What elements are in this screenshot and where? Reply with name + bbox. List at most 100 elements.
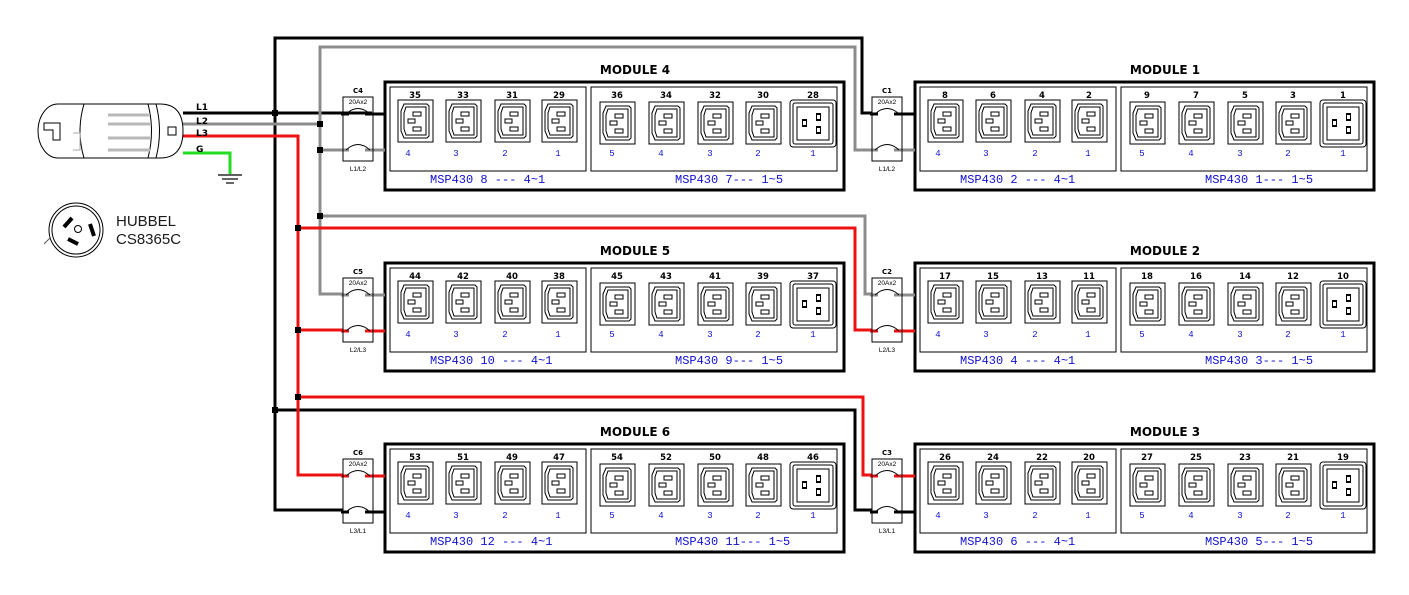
outlet-number: 46 <box>807 453 819 463</box>
outlet-number: 15 <box>987 272 999 282</box>
wire-l2-to-c1 <box>318 45 872 152</box>
junction-dot <box>295 225 301 231</box>
outlet-number: 54 <box>611 453 623 463</box>
outlet-position: 4 <box>405 330 410 340</box>
wire-l1-to-c1 <box>273 36 872 115</box>
outlet-position: 3 <box>983 149 988 159</box>
outlet-position: 4 <box>1188 149 1193 159</box>
outlet-number: 6 <box>990 91 996 101</box>
module-title: MODULE 5 <box>600 244 670 258</box>
outlet-number: 43 <box>660 272 672 282</box>
breaker-id: C4 <box>353 87 363 95</box>
line-label-l3: L3 <box>196 129 208 139</box>
outlet-position: 3 <box>1237 511 1242 521</box>
outlet-number: 37 <box>807 272 819 282</box>
wire-l3-trunk <box>183 134 343 477</box>
breaker-phases: L2/L3 <box>879 347 896 354</box>
c13-outlet-icon <box>1275 101 1312 145</box>
msp430-group-label: MSP430 1--- 1~5 <box>1205 173 1313 187</box>
outlet-number: 2 <box>1086 91 1092 101</box>
outlet-position: 3 <box>1237 149 1242 159</box>
outlet-number: 11 <box>1083 272 1095 282</box>
outlet-number: 50 <box>709 453 721 463</box>
outlet-position: 4 <box>935 149 940 159</box>
outlet-position: 4 <box>1188 330 1193 340</box>
outlet-number: 24 <box>987 453 999 463</box>
outlet-number: 36 <box>611 91 623 101</box>
c19-outlet-icon <box>789 99 837 148</box>
c13-outlet-icon <box>1178 101 1215 145</box>
c13-outlet-icon <box>1178 282 1215 326</box>
msp430-group-label: MSP430 12 --- 4~1 <box>430 535 552 549</box>
outlet-position: 1 <box>1085 511 1090 521</box>
outlet-position: 1 <box>1340 330 1345 340</box>
outlet-number: 33 <box>457 91 469 101</box>
outlet-position: 4 <box>658 511 663 521</box>
module-title: MODULE 4 <box>600 63 670 77</box>
outlet-number: 40 <box>506 272 518 282</box>
c13-outlet-icon <box>599 101 636 145</box>
outlet-position: 2 <box>755 149 760 159</box>
c13-outlet-icon <box>541 99 578 143</box>
outlet-number: 23 <box>1239 453 1251 463</box>
outlet-position: 2 <box>755 511 760 521</box>
breaker-rating: 20Ax2 <box>349 461 368 468</box>
c13-outlet-icon <box>1071 461 1108 505</box>
c13-outlet-icon <box>1227 282 1264 326</box>
c13-outlet-icon <box>927 280 964 324</box>
breaker-rating: 20Ax2 <box>349 280 368 287</box>
junction-dot <box>295 327 301 333</box>
outlet-position: 2 <box>502 330 507 340</box>
c13-outlet-icon <box>397 461 434 505</box>
outlet-number: 49 <box>506 453 518 463</box>
c19-outlet-icon <box>1319 280 1367 329</box>
outlet-number: 8 <box>942 91 948 101</box>
wires-layer <box>183 36 872 512</box>
outlet-number: 26 <box>939 453 951 463</box>
c13-outlet-icon <box>648 101 685 145</box>
module-title: MODULE 1 <box>1130 63 1200 77</box>
outlet-position: 2 <box>1032 149 1037 159</box>
junction-dot <box>317 213 323 219</box>
outlet-position: 2 <box>502 149 507 159</box>
breaker-rating: 20Ax2 <box>878 280 897 287</box>
outlet-position: 3 <box>453 511 458 521</box>
breaker-rating: 20Ax2 <box>878 461 897 468</box>
outlet-number: 38 <box>553 272 565 282</box>
outlet-position: 1 <box>810 149 815 159</box>
c13-outlet-icon <box>1227 463 1264 507</box>
c19-outlet-icon <box>789 461 837 510</box>
outlet-position: 4 <box>658 330 663 340</box>
junction-dot <box>272 110 278 116</box>
c13-outlet-icon <box>445 280 482 324</box>
outlet-number: 39 <box>757 272 769 282</box>
breaker-rating: 20Ax2 <box>878 99 897 106</box>
outlet-number: 13 <box>1036 272 1048 282</box>
plug-face-icon <box>43 202 104 258</box>
outlet-number: 47 <box>553 453 565 463</box>
line-label-g: G <box>196 145 203 155</box>
c13-outlet-icon <box>1071 280 1108 324</box>
outlet-number: 12 <box>1287 272 1299 282</box>
wire-ground <box>183 151 232 174</box>
outlet-position: 3 <box>983 330 988 340</box>
c19-outlet-icon <box>789 280 837 329</box>
outlet-position: 2 <box>1032 330 1037 340</box>
outlet-number: 17 <box>939 272 951 282</box>
outlet-position: 2 <box>1285 511 1290 521</box>
outlet-number: 28 <box>807 91 819 101</box>
outlet-position: 2 <box>1285 149 1290 159</box>
wire-l3-to-c2 <box>298 226 872 332</box>
outlet-number: 25 <box>1190 453 1202 463</box>
line-label-l2: L2 <box>196 117 208 127</box>
c13-outlet-icon <box>745 463 782 507</box>
